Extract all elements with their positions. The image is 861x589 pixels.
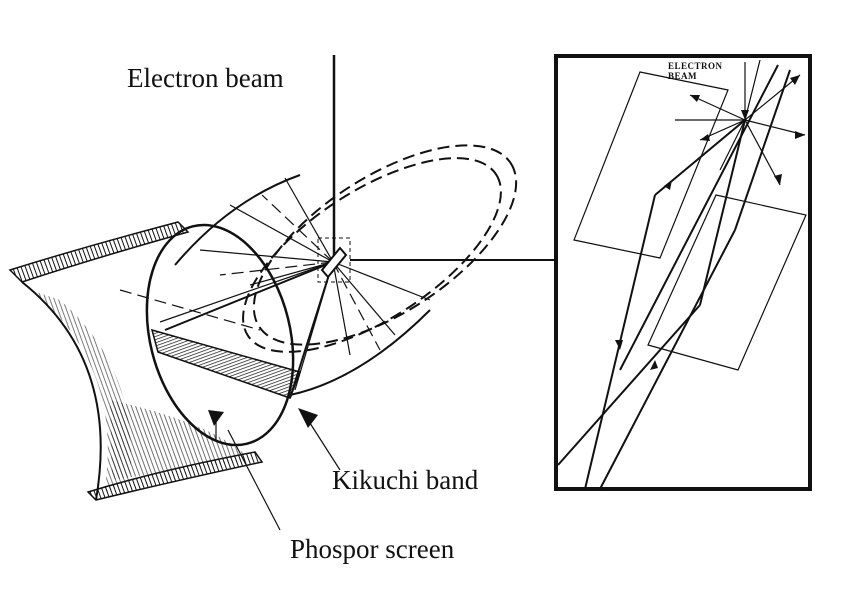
kikuchi-band-label: Kikuchi band	[332, 465, 479, 495]
inset-electron-label: ELECTRON	[668, 61, 723, 71]
kikuchi-arrowhead	[298, 408, 318, 428]
phosphor-screen-tube	[8, 221, 295, 501]
electron-beam-label: Electron beam	[127, 63, 284, 93]
inset-beam-label: BEAM	[668, 71, 697, 81]
kossel-cone	[174, 144, 518, 396]
inset-panel: ELECTRON BEAM	[554, 54, 812, 491]
diffraction-rays	[159, 177, 431, 399]
pointer-arrows	[208, 408, 341, 531]
sample	[317, 237, 351, 283]
phosphor-screen-label: Phospor screen	[290, 534, 455, 564]
screen-arrowhead-left	[208, 410, 224, 426]
diffraction-rays-dashed	[119, 194, 381, 351]
